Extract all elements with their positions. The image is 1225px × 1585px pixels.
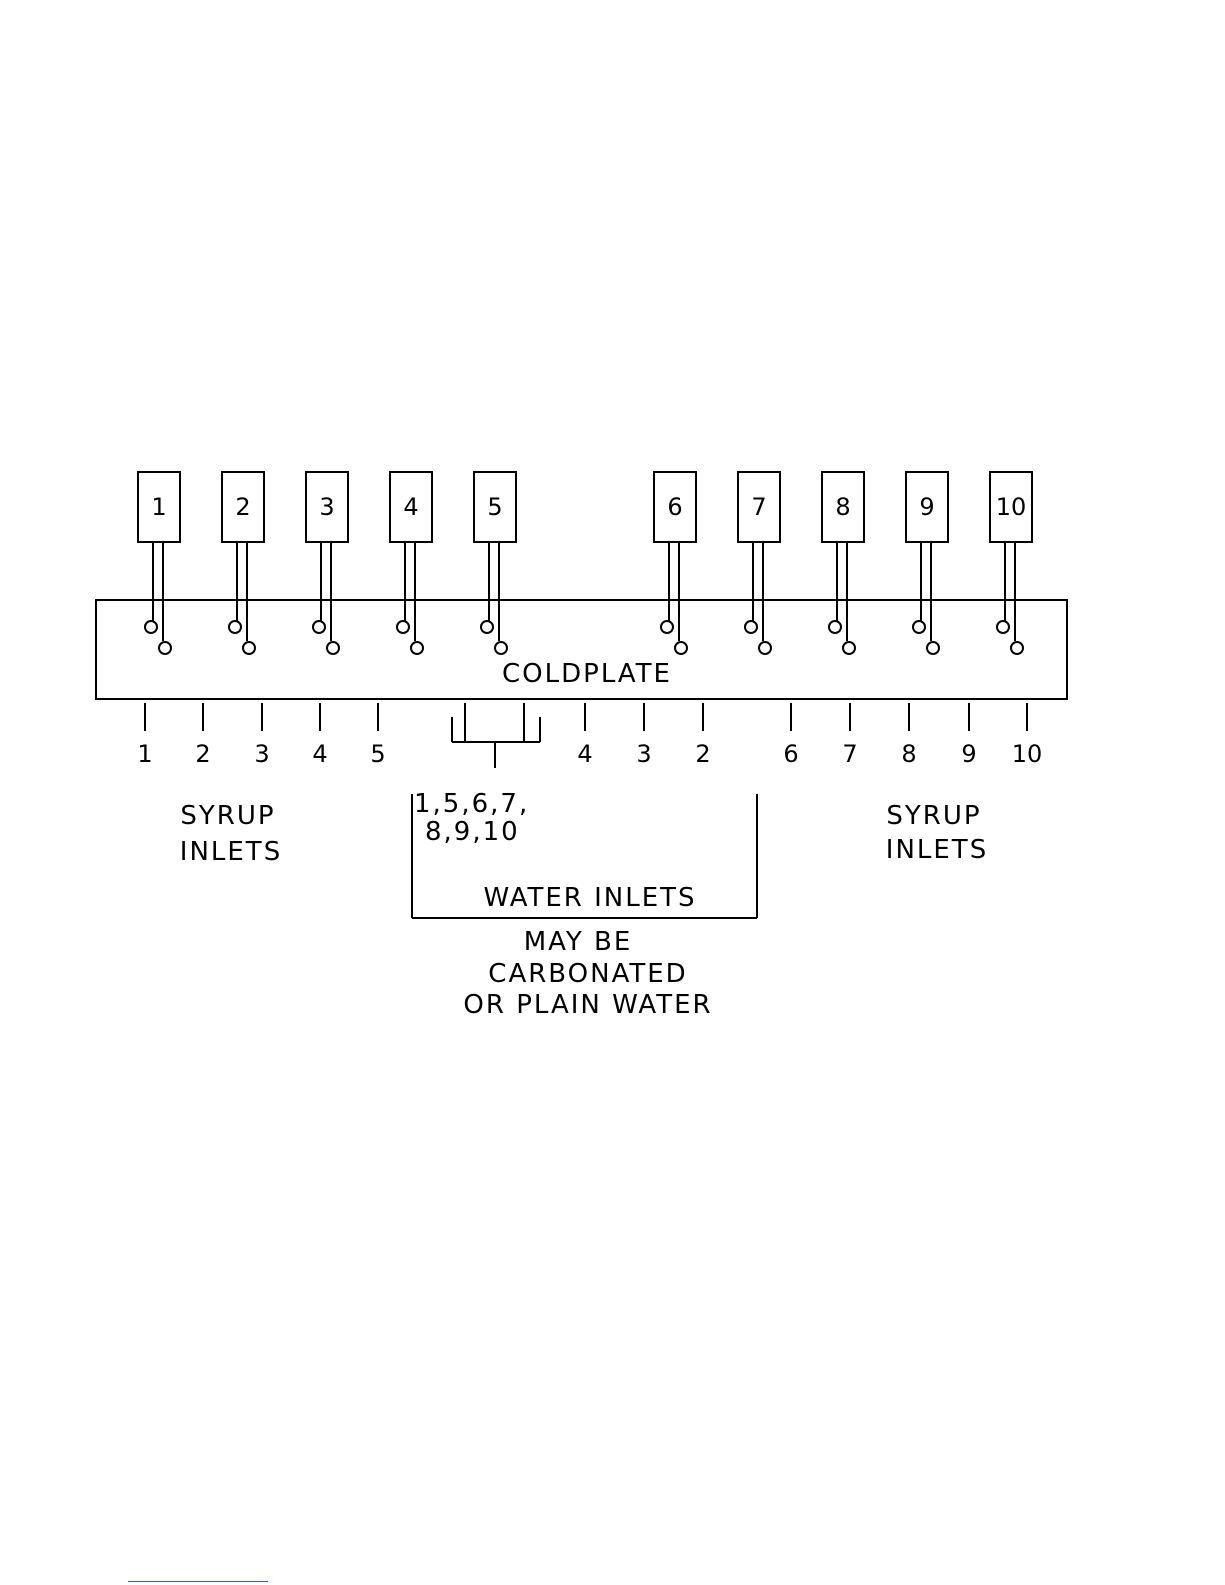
syrup-inlet-left-1: 1 [137,703,152,768]
water-note-line-2: CARBONATED [488,959,687,989]
valve-1: 1 [138,472,180,654]
syrup-inlet-middle-3: 3 [636,703,651,768]
valve-number: 9 [919,493,934,521]
valve-6: 6 [654,472,696,654]
water-port [675,642,687,654]
water-port [1011,642,1023,654]
valve-number: 2 [235,493,250,521]
syrup-inlets-right-line-2: INLETS [886,835,988,865]
valve-2: 2 [222,472,264,654]
valve-number: 5 [487,493,502,521]
valve-group: 1 2 3 4 5 6 7 8 9 10 [138,472,1032,654]
inlet-number: 1 [137,740,152,768]
water-port [243,642,255,654]
valve-5: 5 [474,472,516,654]
inlet-number: 3 [254,740,269,768]
syrup-inlet-middle-4: 4 [577,703,592,768]
inlet-number: 2 [195,740,210,768]
valve-9: 9 [906,472,948,654]
water-note-line-1: MAY BE [524,927,633,957]
valve-number: 8 [835,493,850,521]
inlet-number: 6 [783,740,798,768]
valve-number: 1 [151,493,166,521]
water-port [759,642,771,654]
syrup-port [829,621,841,633]
syrup-port [913,621,925,633]
water-inlet-bracket [452,703,540,768]
valve-number: 6 [667,493,682,521]
syrup-port [145,621,157,633]
valve-number: 4 [403,493,418,521]
water-port [843,642,855,654]
inlet-number: 3 [636,740,651,768]
inlet-group: 1 2 3 4 5 4 3 2 6 7 8 9 10 [137,703,1042,768]
water-inlets-label: WATER INLETS [483,883,696,913]
syrup-port [481,621,493,633]
valve-8: 8 [822,472,864,654]
syrup-inlet-right-10: 10 [1012,703,1043,768]
inlet-number: 10 [1012,740,1043,768]
syrup-inlets-right-line-1: SYRUP [886,801,981,831]
coldplate-label: COLDPLATE [502,659,672,689]
syrup-port [661,621,673,633]
syrup-inlet-left-3: 3 [254,703,269,768]
inlet-number: 7 [842,740,857,768]
valve-7: 7 [738,472,780,654]
inlet-number: 4 [312,740,327,768]
water-valves-line-2: 8,9,10 [425,817,520,847]
water-port [411,642,423,654]
water-port [927,642,939,654]
valve-number: 10 [996,493,1027,521]
water-port [495,642,507,654]
syrup-inlet-right-7: 7 [842,703,857,768]
inlet-number: 9 [961,740,976,768]
valve-10: 10 [990,472,1032,654]
syrup-port [997,621,1009,633]
syrup-inlet-right-6: 6 [783,703,798,768]
syrup-inlet-left-4: 4 [312,703,327,768]
inlet-number: 2 [695,740,710,768]
valve-3: 3 [306,472,348,654]
inlet-number: 8 [901,740,916,768]
syrup-port [313,621,325,633]
syrup-inlets-left-line-2: INLETS [180,837,282,867]
water-port [159,642,171,654]
inlet-number: 4 [577,740,592,768]
syrup-port [397,621,409,633]
water-port [327,642,339,654]
syrup-inlet-middle-2: 2 [695,703,710,768]
valve-4: 4 [390,472,432,654]
valve-number: 3 [319,493,334,521]
valve-number: 7 [751,493,766,521]
water-valves-line-1: 1,5,6,7, [414,789,529,819]
syrup-inlet-left-5: 5 [370,703,385,768]
water-note-line-3: OR PLAIN WATER [463,990,712,1020]
inlet-number: 5 [370,740,385,768]
syrup-inlet-right-8: 8 [901,703,916,768]
syrup-inlet-left-2: 2 [195,703,210,768]
syrup-port [745,621,757,633]
footer-link-underline [128,1581,268,1582]
syrup-inlet-right-9: 9 [961,703,976,768]
syrup-inlets-left-line-1: SYRUP [180,801,275,831]
syrup-port [229,621,241,633]
